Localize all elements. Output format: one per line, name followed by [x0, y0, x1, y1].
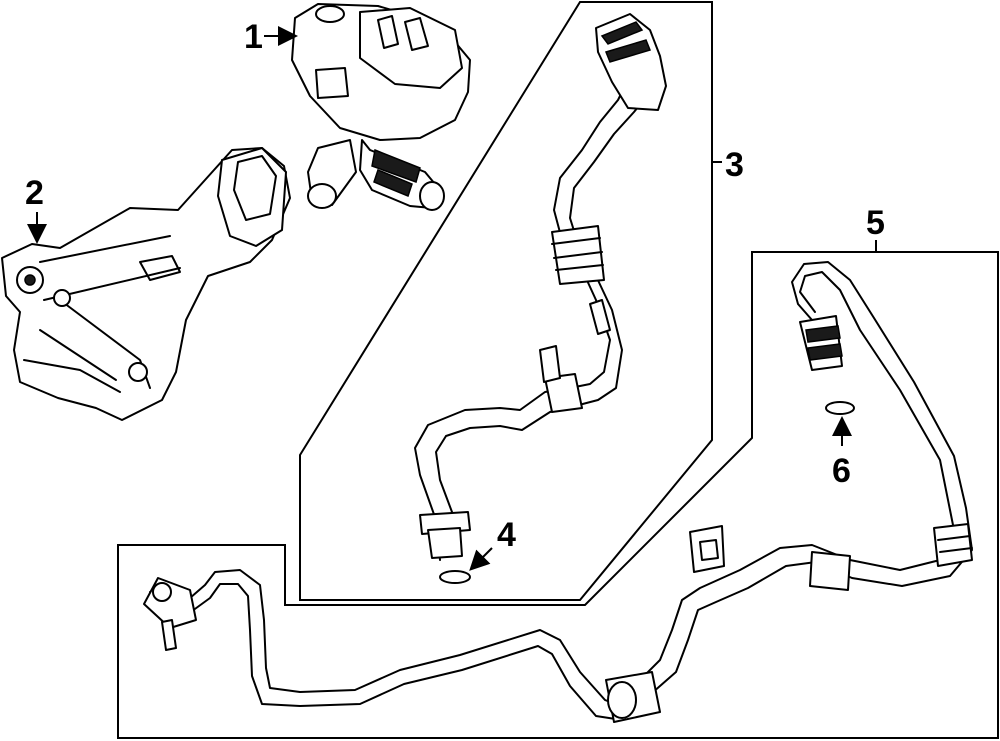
- callout-2: 2: [25, 174, 44, 212]
- callout-1: 1: [244, 18, 263, 56]
- part-3-coolant-hose[interactable]: [414, 13, 667, 561]
- part-4-o-ring[interactable]: [439, 570, 471, 584]
- part-1-water-pump[interactable]: [291, 3, 471, 211]
- leader-4: [469, 547, 493, 571]
- callout-4: 4: [497, 516, 516, 554]
- part-5-coolant-line[interactable]: [143, 261, 973, 723]
- part-6-o-ring[interactable]: [825, 401, 855, 415]
- group-box-3: [299, 0, 713, 601]
- callout-6: 6: [832, 452, 851, 490]
- part-2-bracket[interactable]: [1, 147, 291, 421]
- callout-5: 5: [866, 204, 885, 242]
- group-box-5: [117, 251, 999, 739]
- callout-3: 3: [725, 146, 744, 184]
